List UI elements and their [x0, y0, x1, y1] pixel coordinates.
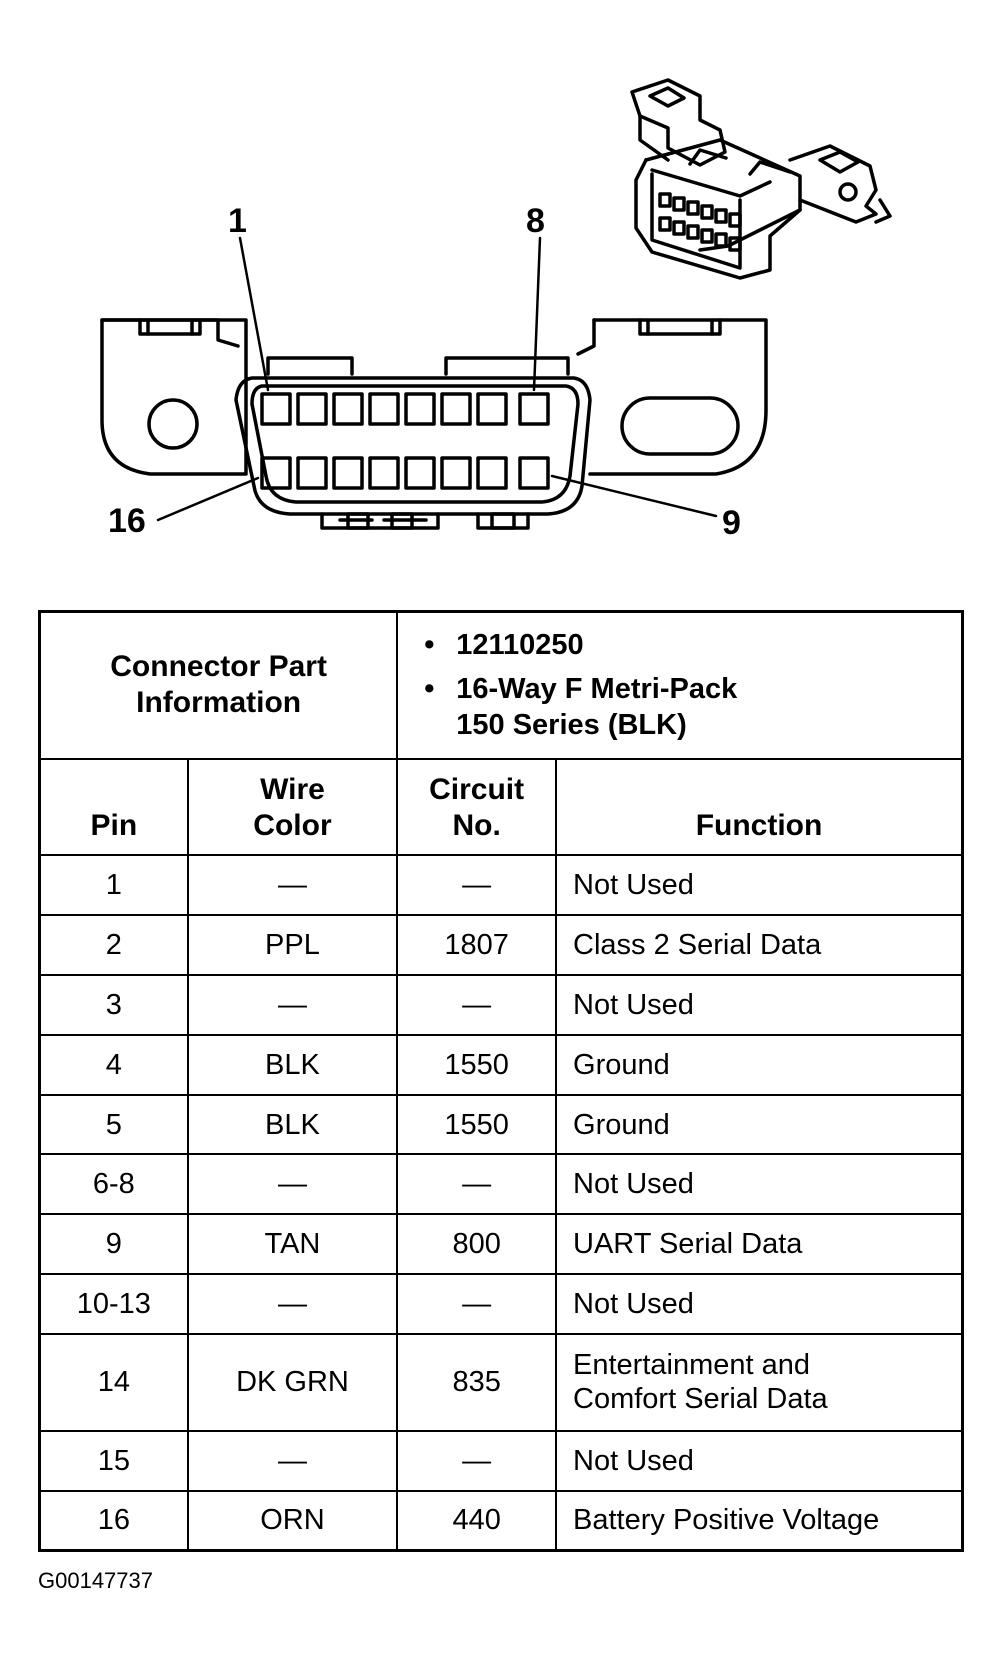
- function-cell: Not Used: [555, 973, 964, 1036]
- part-number-item: • 12110250: [424, 627, 953, 663]
- connector-isometric-illustration: [630, 78, 892, 280]
- pin-label-8: 8: [526, 202, 545, 240]
- wire-color-cell: —: [186, 1429, 399, 1492]
- circuit-cell: —: [396, 1273, 558, 1336]
- pin-cell: 2: [38, 914, 189, 976]
- circuit-cell: 800: [396, 1213, 558, 1276]
- column-header-row: Pin Wire Color Circuit No. Function: [38, 757, 964, 857]
- pin-label-16: 16: [108, 502, 146, 540]
- wire-color-cell: —: [186, 973, 399, 1036]
- function-line1: Entertainment and: [573, 1349, 810, 1382]
- column-header-wire-color: Wire Color: [186, 757, 399, 857]
- function-cell: UART Serial Data: [555, 1213, 964, 1276]
- wire-color-cell: ORN: [186, 1489, 399, 1552]
- part-description-line2: 150 Series (BLK): [456, 709, 687, 742]
- circuit-cell: 440: [396, 1489, 558, 1552]
- pin-label-1: 1: [228, 202, 247, 240]
- pin-cell: 15: [38, 1429, 189, 1492]
- pin-cell: 9: [38, 1213, 189, 1276]
- circuit-cell: 1550: [396, 1093, 558, 1156]
- circuit-cell: —: [396, 1153, 558, 1216]
- table-row: 15 — — Not Used: [38, 1429, 964, 1492]
- wire-color-cell: PPL: [186, 914, 399, 976]
- column-header-function: Function: [555, 757, 964, 857]
- column-header-circuit-no: Circuit No.: [396, 757, 558, 857]
- part-info-label: Connector Part Information: [38, 610, 399, 760]
- wire-color-cell: —: [186, 1153, 399, 1216]
- wire-color-cell: DK GRN: [186, 1333, 399, 1432]
- column-header-pin: Pin: [38, 757, 189, 857]
- part-info-label-line1: Connector Part: [110, 650, 327, 684]
- bullet: •: [424, 629, 435, 662]
- function-cell: Entertainment and Comfort Serial Data: [555, 1333, 964, 1432]
- part-description-item: • 16-Way F Metri-Pack 150 Series (BLK): [424, 671, 953, 743]
- pin-cell: 10-13: [38, 1273, 189, 1336]
- wire-color-cell: TAN: [186, 1213, 399, 1276]
- function-line2: Comfort Serial Data: [573, 1383, 828, 1416]
- wire-color-cell: —: [186, 854, 399, 917]
- part-info-label-line2: Information: [136, 686, 302, 720]
- pin-cavities-bottom-row: [260, 456, 550, 490]
- circuit-cell: —: [396, 854, 558, 917]
- connector-diagram: 1 8 16 9: [100, 78, 892, 542]
- pin-cell: 16: [38, 1489, 189, 1552]
- table-row: 16 ORN 440 Battery Positive Voltage: [38, 1489, 964, 1552]
- pin-cell: 14: [38, 1333, 189, 1432]
- function-cell: Ground: [555, 1093, 964, 1156]
- table-row: 6-8 — — Not Used: [38, 1153, 964, 1216]
- table-row: 14 DK GRN 835 Entertainment and Comfort …: [38, 1333, 964, 1432]
- table-row: 9 TAN 800 UART Serial Data: [38, 1213, 964, 1276]
- circuit-cell: 1550: [396, 1033, 558, 1096]
- function-cell: Not Used: [555, 1429, 964, 1492]
- wire-color-cell: —: [186, 1273, 399, 1336]
- circuit-cell: 835: [396, 1333, 558, 1432]
- leader-line-pin-16: [156, 476, 260, 522]
- pin-cell: 3: [38, 973, 189, 1036]
- mounting-hole-oval: [620, 396, 740, 456]
- bullet: •: [424, 673, 435, 706]
- pin-cell: 4: [38, 1033, 189, 1096]
- function-cell: Battery Positive Voltage: [555, 1489, 964, 1552]
- function-cell: Ground: [555, 1033, 964, 1096]
- function-cell: Not Used: [555, 854, 964, 917]
- pin-cell: 5: [38, 1093, 189, 1156]
- part-number: 12110250: [456, 629, 584, 662]
- table-row: 3 — — Not Used: [38, 973, 964, 1036]
- table-row: 10-13 — — Not Used: [38, 1273, 964, 1336]
- wire-color-cell: BLK: [186, 1093, 399, 1156]
- table-row: 5 BLK 1550 Ground: [38, 1093, 964, 1156]
- pin-label-9: 9: [722, 504, 741, 542]
- pin-cell: 6-8: [38, 1153, 189, 1216]
- part-info-row: Connector Part Information • 12110250 • …: [38, 610, 964, 760]
- function-cell: Not Used: [555, 1273, 964, 1336]
- leader-line-pin-8: [532, 236, 542, 392]
- function-cell: Not Used: [555, 1153, 964, 1216]
- function-cell: Class 2 Serial Data: [555, 914, 964, 976]
- table-row: 2 PPL 1807 Class 2 Serial Data: [38, 914, 964, 976]
- table-row: 1 — — Not Used: [38, 854, 964, 917]
- circuit-cell: —: [396, 973, 558, 1036]
- pinout-table: Connector Part Information • 12110250 • …: [38, 610, 964, 1552]
- leader-line-pin-1: [238, 236, 270, 392]
- pin-cavities-top-row: [260, 392, 550, 426]
- connector-front-view: [100, 318, 768, 530]
- pin-cell: 1: [38, 854, 189, 917]
- figure-id: G00147737: [38, 1568, 153, 1593]
- part-info-details: • 12110250 • 16-Way F Metri-Pack 150 Ser…: [396, 610, 964, 760]
- wire-color-cell: BLK: [186, 1033, 399, 1096]
- table-row: 4 BLK 1550 Ground: [38, 1033, 964, 1096]
- circuit-cell: 1807: [396, 914, 558, 976]
- part-description-line1: 16-Way F Metri-Pack: [456, 673, 738, 706]
- leader-line-pin-9: [550, 474, 718, 518]
- circuit-cell: —: [396, 1429, 558, 1492]
- mounting-hole-round: [147, 398, 199, 450]
